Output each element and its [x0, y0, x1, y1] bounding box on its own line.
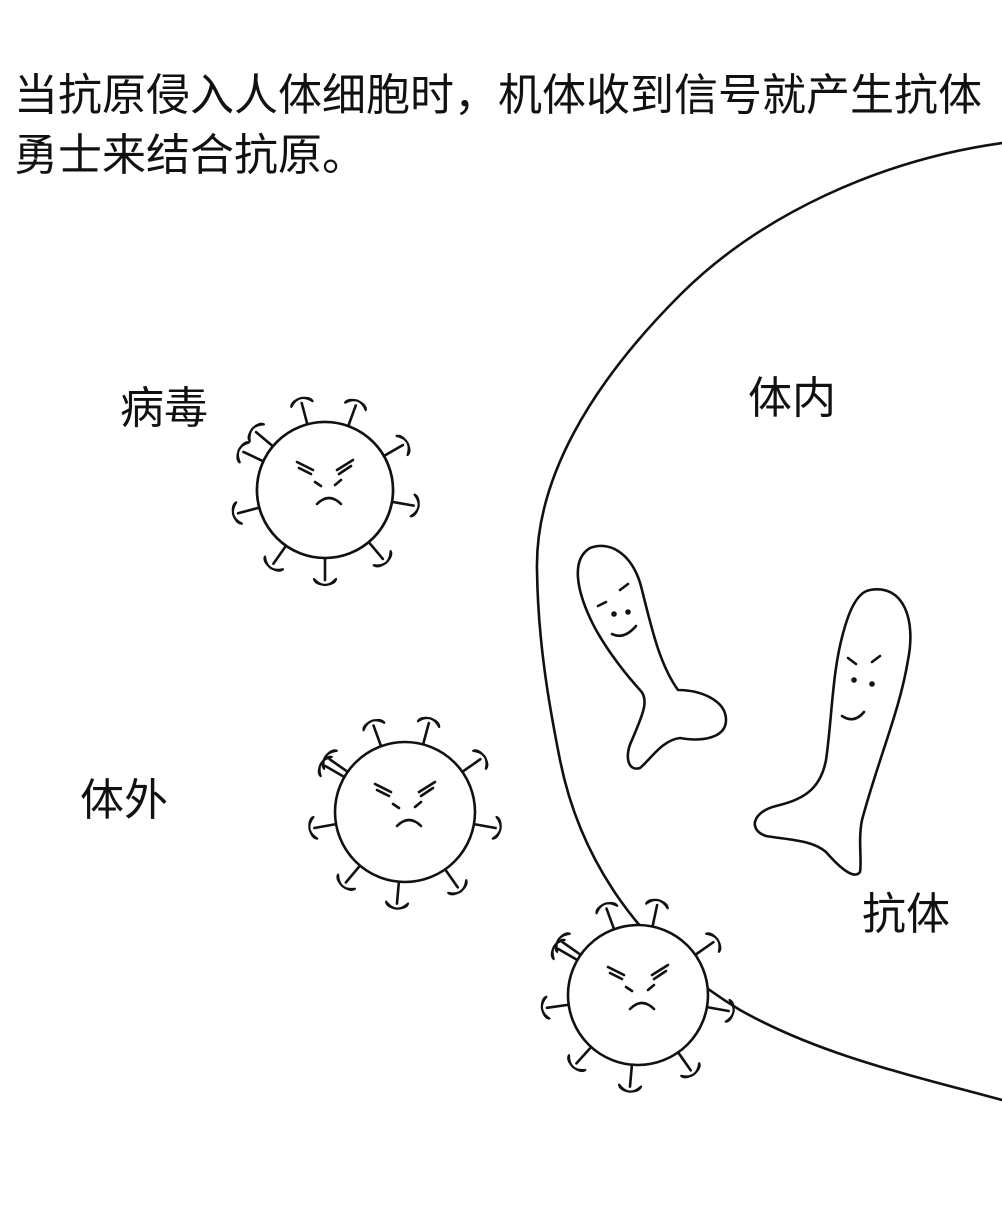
- virus-bottom: [539, 896, 737, 1094]
- label-virus: 病毒: [120, 383, 208, 434]
- antibody-left: [576, 544, 728, 770]
- label-inside-body: 体内: [748, 373, 836, 424]
- virus-face: [606, 963, 670, 1011]
- body-boundary-line: [535, 141, 1002, 1102]
- label-outside-body: 体外: [80, 775, 168, 826]
- virus-middle: [306, 714, 504, 911]
- virus-face: [373, 780, 437, 828]
- antibody-face: [840, 654, 882, 721]
- virus-top: [229, 394, 422, 587]
- caption-text: 当抗原侵入人体细胞时，机体收到信号就产生抗体勇士来结合抗原。: [14, 70, 982, 181]
- antibody-right: [753, 588, 912, 876]
- label-antibody: 抗体: [862, 889, 950, 940]
- virus-face: [295, 458, 355, 506]
- antibody-face: [596, 582, 638, 638]
